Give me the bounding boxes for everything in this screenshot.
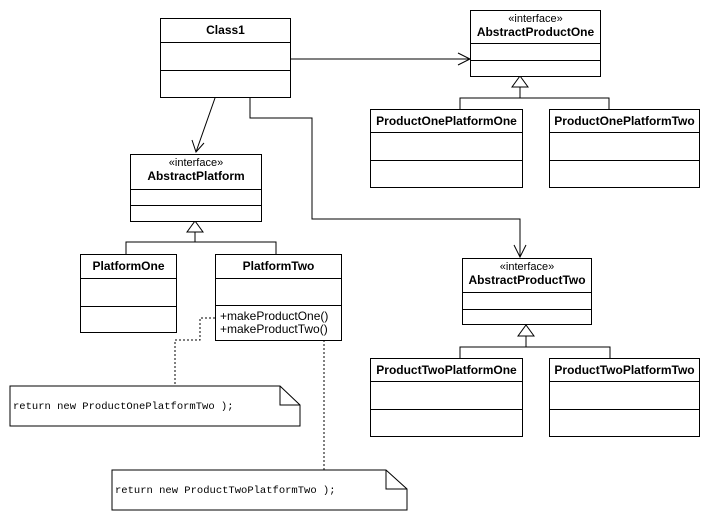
class-producttwoplatformone: ProductTwoPlatformOne	[370, 358, 523, 437]
stereotype-label: «interface»	[508, 13, 563, 25]
operations-compartment	[371, 161, 522, 187]
class-name: ProductTwoPlatformOne	[376, 363, 517, 377]
generalization-producttwo	[459, 336, 611, 358]
attributes-compartment	[463, 293, 591, 310]
interface-abstractproducttwo: «interface» AbstractProductTwo	[462, 258, 592, 325]
class-name: ProductOnePlatformOne	[376, 114, 517, 128]
stereotype-label: «interface»	[168, 157, 224, 169]
class-name: ProductTwoPlatformTwo	[554, 363, 695, 377]
attributes-compartment	[371, 133, 522, 161]
note-2-shape	[111, 469, 408, 511]
class-name: ProductOnePlatformTwo	[554, 114, 695, 128]
attributes-compartment	[216, 279, 341, 306]
operations-compartment	[471, 61, 600, 76]
note-anchor-1	[174, 317, 215, 386]
association-class1-abstractplatform	[191, 97, 216, 153]
class-name: AbstractProductOne	[476, 25, 595, 39]
attributes-compartment	[161, 43, 290, 71]
association-class1-abstractproducttwo	[249, 98, 527, 259]
class-name: AbstractProductTwo	[468, 273, 586, 287]
note-2: return new ProductTwoPlatformTwo );	[112, 470, 407, 510]
attributes-compartment	[550, 133, 699, 161]
class-name: PlatformOne	[92, 259, 165, 273]
attributes-compartment	[81, 279, 176, 307]
operations-compartment	[81, 307, 176, 332]
operation-make-product-two: +makeProductTwo()	[220, 322, 328, 336]
class-productoneplatformtwo: ProductOnePlatformTwo	[549, 109, 700, 188]
operations-compartment: +makeProductOne() +makeProductTwo()	[216, 306, 341, 340]
attributes-compartment	[471, 44, 600, 61]
class-class1: Class1	[160, 18, 291, 98]
interface-abstractplatform: «interface» AbstractPlatform	[130, 154, 262, 222]
class-productoneplatformone: ProductOnePlatformOne	[370, 109, 523, 188]
generalization-platform	[125, 232, 277, 254]
association-class1-abstractproductone	[291, 52, 472, 66]
class-name: PlatformTwo	[242, 259, 315, 273]
note-1-shape	[9, 385, 301, 427]
note-2-text: return new ProductTwoPlatformTwo );	[115, 485, 336, 497]
class-platformone: PlatformOne	[80, 254, 177, 333]
operations-compartment	[371, 410, 522, 436]
attributes-compartment	[131, 190, 261, 206]
class-platformtwo: PlatformTwo +makeProductOne() +makeProdu…	[215, 254, 342, 341]
operations-compartment	[550, 161, 699, 187]
interface-abstractproductone: «interface» AbstractProductOne	[470, 10, 601, 77]
note-1-text: return new ProductOnePlatformTwo );	[13, 401, 234, 413]
generalization-productone	[459, 87, 610, 109]
class-producttwoplatformtwo: ProductTwoPlatformTwo	[549, 358, 700, 437]
attributes-compartment	[371, 382, 522, 410]
class-name: Class1	[206, 23, 245, 37]
operation-make-product-one: +makeProductOne()	[220, 309, 329, 323]
operations-compartment	[161, 71, 290, 97]
stereotype-label: «interface»	[499, 261, 555, 273]
operations-compartment	[131, 206, 261, 221]
operations-compartment	[463, 310, 591, 324]
class-name: AbstractPlatform	[147, 169, 245, 183]
note-1: return new ProductOnePlatformTwo );	[10, 386, 300, 426]
operations-compartment	[550, 410, 699, 436]
attributes-compartment	[550, 382, 699, 410]
